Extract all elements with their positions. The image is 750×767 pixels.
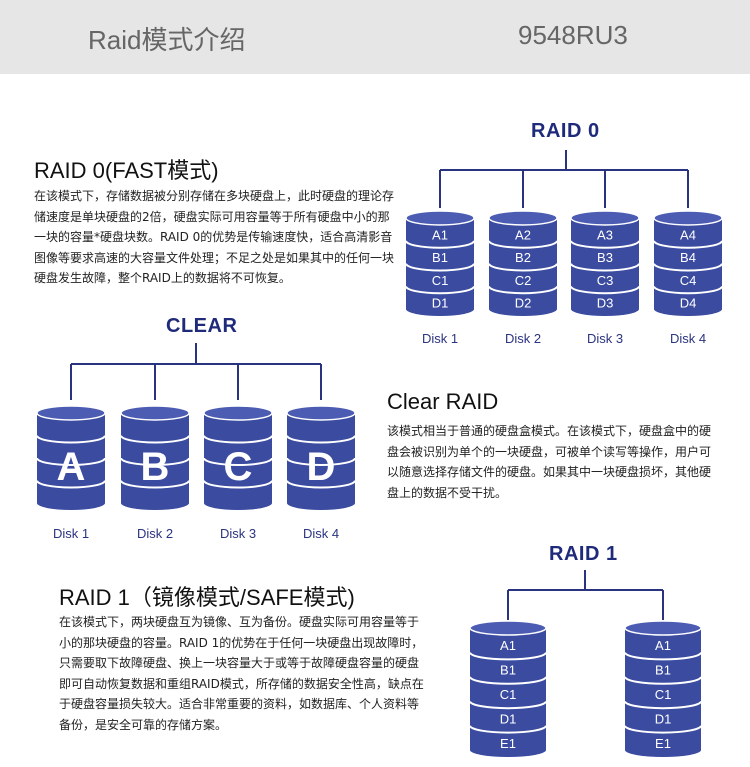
raid1-block-label: C1 xyxy=(655,687,672,702)
raid1-block-label: D1 xyxy=(655,711,672,726)
raid1-heading: RAID 1（镜像模式/SAFE模式) xyxy=(59,585,355,610)
raid0-block-label: A2 xyxy=(515,227,531,242)
raid0-block-label: B2 xyxy=(515,250,531,265)
raid1-block-label: E1 xyxy=(500,736,516,751)
clear-disk-letter: D xyxy=(307,445,336,489)
raid0-block-label: A4 xyxy=(680,227,696,242)
header-bar: Raid模式介绍 9548RU3 xyxy=(0,0,750,74)
clear-disk-4: D xyxy=(286,405,356,510)
raid0-connector-lines xyxy=(439,150,689,208)
raid1-block-label: A1 xyxy=(655,638,671,653)
raid0-block-label: A1 xyxy=(432,227,448,242)
clear-disk-label: Disk 4 xyxy=(303,526,339,541)
model-number: 9548RU3 xyxy=(518,20,628,50)
raid1-block-label: B1 xyxy=(655,663,671,678)
raid0-block-label: D2 xyxy=(515,296,532,311)
raid0-diagram-title: RAID 0 xyxy=(531,120,600,142)
raid0-block-label: D3 xyxy=(597,296,614,311)
clear-diagram: A Disk 1 B Disk 2 C Disk 3 D Disk 4 xyxy=(36,343,356,541)
raid0-disk-label: Disk 4 xyxy=(670,331,706,346)
raid1-block-label: E1 xyxy=(655,736,671,751)
raid1-block-label: D1 xyxy=(500,711,517,726)
raid1-block-label: A1 xyxy=(500,638,516,653)
raid0-block-label: D1 xyxy=(432,296,449,311)
clear-diagram-title: CLEAR xyxy=(166,315,238,337)
clear-description: 该模式相当于普通的硬盘盒模式。在该模式下，硬盘盒中的硬盘会被识别为单个的一块硬盘… xyxy=(387,424,712,500)
raid0-block-label: A3 xyxy=(597,227,613,242)
raid0-heading: RAID 0(FAST模式) xyxy=(34,158,219,183)
clear-disk-2: B xyxy=(120,405,190,510)
raid0-disk-label: Disk 2 xyxy=(505,331,541,346)
raid0-block-label: D4 xyxy=(680,296,697,311)
raid0-block-label: B1 xyxy=(432,250,448,265)
raid0-block-label: C2 xyxy=(515,273,532,288)
clear-disk-label: Disk 2 xyxy=(137,526,173,541)
clear-disk-letter: B xyxy=(141,445,170,489)
clear-connector-lines xyxy=(70,343,322,400)
raid1-description: 在该模式下，两块硬盘互为镜像、互为备份。硬盘实际可用容量等于小的那块硬盘的容量。… xyxy=(59,615,424,732)
clear-disk-label: Disk 1 xyxy=(53,526,89,541)
page-title: Raid模式介绍 xyxy=(88,25,246,55)
raid0-block-label: C4 xyxy=(680,273,697,288)
raid1-connector-lines xyxy=(507,570,664,620)
clear-heading: Clear RAID xyxy=(387,389,499,414)
raid0-block-label: B3 xyxy=(597,250,613,265)
raid0-block-label: B4 xyxy=(680,250,696,265)
raid0-block-label: C1 xyxy=(432,273,449,288)
raid0-disk-label: Disk 1 xyxy=(422,331,458,346)
raid1-block-label: C1 xyxy=(500,687,517,702)
raid0-block-label: C3 xyxy=(597,273,614,288)
clear-disk-3: C xyxy=(203,405,273,510)
clear-disk-letter: C xyxy=(224,445,253,489)
clear-disk-letter: A xyxy=(57,445,86,489)
raid0-description: 在该模式下，存储数据被分别存储在多块硬盘上，此时硬盘的理论存储速度是单块硬盘的2… xyxy=(34,189,395,285)
clear-disk-label: Disk 3 xyxy=(220,526,256,541)
raid0-disk-label: Disk 3 xyxy=(587,331,623,346)
raid1-block-label: B1 xyxy=(500,663,516,678)
raid1-diagram-title: RAID 1 xyxy=(549,543,618,565)
clear-disk-1: A xyxy=(36,405,106,510)
